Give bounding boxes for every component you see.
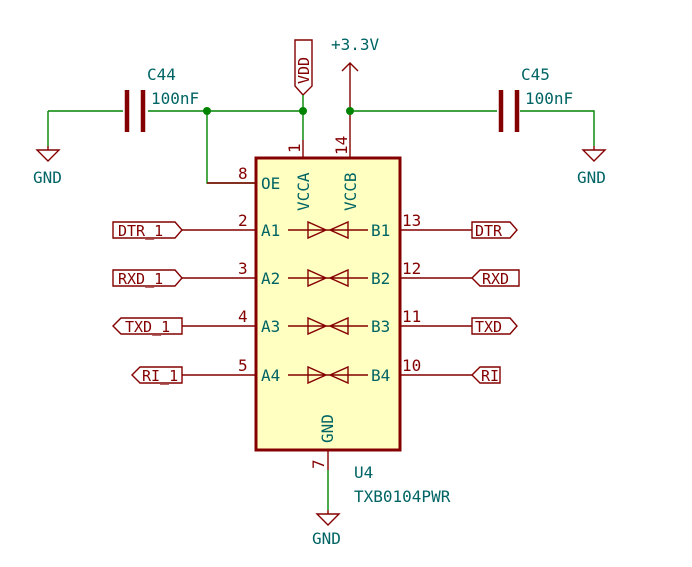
pin-name-vccb: VCCB bbox=[341, 172, 360, 211]
c45-ref: C45 bbox=[521, 65, 550, 84]
v33-label: +3.3V bbox=[331, 35, 380, 54]
junction-vdd bbox=[299, 107, 307, 115]
net-label-dtr-1[interactable]: DTR_1 bbox=[112, 221, 183, 240]
net-label-txd[interactable]: TXD bbox=[471, 317, 518, 336]
c44-ref: C44 bbox=[147, 65, 176, 84]
svg-text:RXD_1: RXD_1 bbox=[118, 270, 163, 288]
gnd-label-ic: GND bbox=[312, 529, 341, 548]
net-label-dtr[interactable]: DTR bbox=[471, 221, 518, 240]
gnd-symbol-right: GND bbox=[577, 146, 607, 187]
ic-reference: U4 bbox=[354, 463, 373, 482]
pin-num-a1: 2 bbox=[238, 211, 248, 230]
pin-num-a3: 4 bbox=[238, 307, 248, 326]
c45-value: 100nF bbox=[525, 89, 573, 108]
c44-value: 100nF bbox=[151, 89, 199, 108]
pin-num-vcca: 1 bbox=[285, 143, 304, 153]
svg-text:TXD_1: TXD_1 bbox=[125, 318, 170, 336]
net-label-ri[interactable]: RI bbox=[471, 366, 501, 385]
pin-num-a4: 5 bbox=[238, 356, 248, 375]
svg-text:DTR_1: DTR_1 bbox=[118, 222, 163, 240]
buffer-symbol-4 bbox=[288, 365, 368, 385]
buffer-symbol-3 bbox=[288, 316, 368, 336]
pin-name-oe: OE bbox=[261, 174, 280, 193]
pin-num-b3: 11 bbox=[402, 307, 421, 326]
pin-name-gnd: GND bbox=[318, 414, 337, 443]
gnd-symbol-ic: GND bbox=[312, 510, 341, 548]
pin-name-a3: A3 bbox=[261, 317, 280, 336]
oe-wire bbox=[206, 111, 255, 184]
pin-num-b1: 13 bbox=[402, 211, 421, 230]
svg-text:TXD: TXD bbox=[475, 318, 502, 336]
gnd-label-right: GND bbox=[577, 168, 606, 187]
buffer-symbol-2 bbox=[288, 268, 368, 288]
pin-num-b4: 10 bbox=[402, 356, 421, 375]
vdd-label-text: VDD bbox=[295, 57, 313, 84]
capacitor-c45[interactable]: C45 100nF bbox=[350, 65, 595, 146]
svg-text:DTR: DTR bbox=[475, 222, 503, 240]
vdd-net-label: VDD bbox=[294, 39, 313, 97]
pin-name-a4: A4 bbox=[261, 366, 280, 385]
pin-name-vcca: VCCA bbox=[294, 172, 313, 211]
net-label-ri-1[interactable]: RI_1 bbox=[131, 366, 183, 385]
pin-name-b3: B3 bbox=[371, 317, 390, 336]
pin-name-a1: A1 bbox=[261, 221, 280, 240]
pin-num-oe: 8 bbox=[238, 164, 248, 183]
pin-num-a2: 3 bbox=[238, 259, 248, 278]
svg-text:RXD: RXD bbox=[482, 270, 509, 288]
net-label-rxd[interactable]: RXD bbox=[471, 269, 520, 288]
ic-body bbox=[254, 156, 402, 452]
pin-name-b4: B4 bbox=[371, 366, 390, 385]
gnd-label-left: GND bbox=[33, 168, 62, 187]
net-label-txd-1[interactable]: TXD_1 bbox=[112, 317, 183, 336]
pin-num-vccb: 14 bbox=[332, 136, 351, 155]
junction-oe bbox=[203, 107, 211, 115]
power-3v3-symbol: +3.3V bbox=[331, 35, 380, 140]
capacitor-c44[interactable]: C44 100nF bbox=[47, 65, 303, 146]
ic-u4[interactable]: 1 14 VCCA VCCB 8 OE 2 3 4 5 A1 A2 A3 A4 … bbox=[182, 136, 472, 470]
svg-text:RI: RI bbox=[481, 367, 499, 385]
net-label-rxd-1[interactable]: RXD_1 bbox=[112, 269, 183, 288]
gnd-symbol-left: GND bbox=[33, 146, 62, 187]
ic-value: TXB0104PWR bbox=[354, 487, 451, 506]
svg-text:RI_1: RI_1 bbox=[142, 367, 178, 385]
pin-num-gnd: 7 bbox=[309, 459, 328, 469]
buffer-symbol-1 bbox=[288, 220, 368, 240]
pin-name-b1: B1 bbox=[371, 221, 390, 240]
pin-name-b2: B2 bbox=[371, 269, 390, 288]
pin-num-b2: 12 bbox=[402, 259, 421, 278]
pin-name-a2: A2 bbox=[261, 269, 280, 288]
